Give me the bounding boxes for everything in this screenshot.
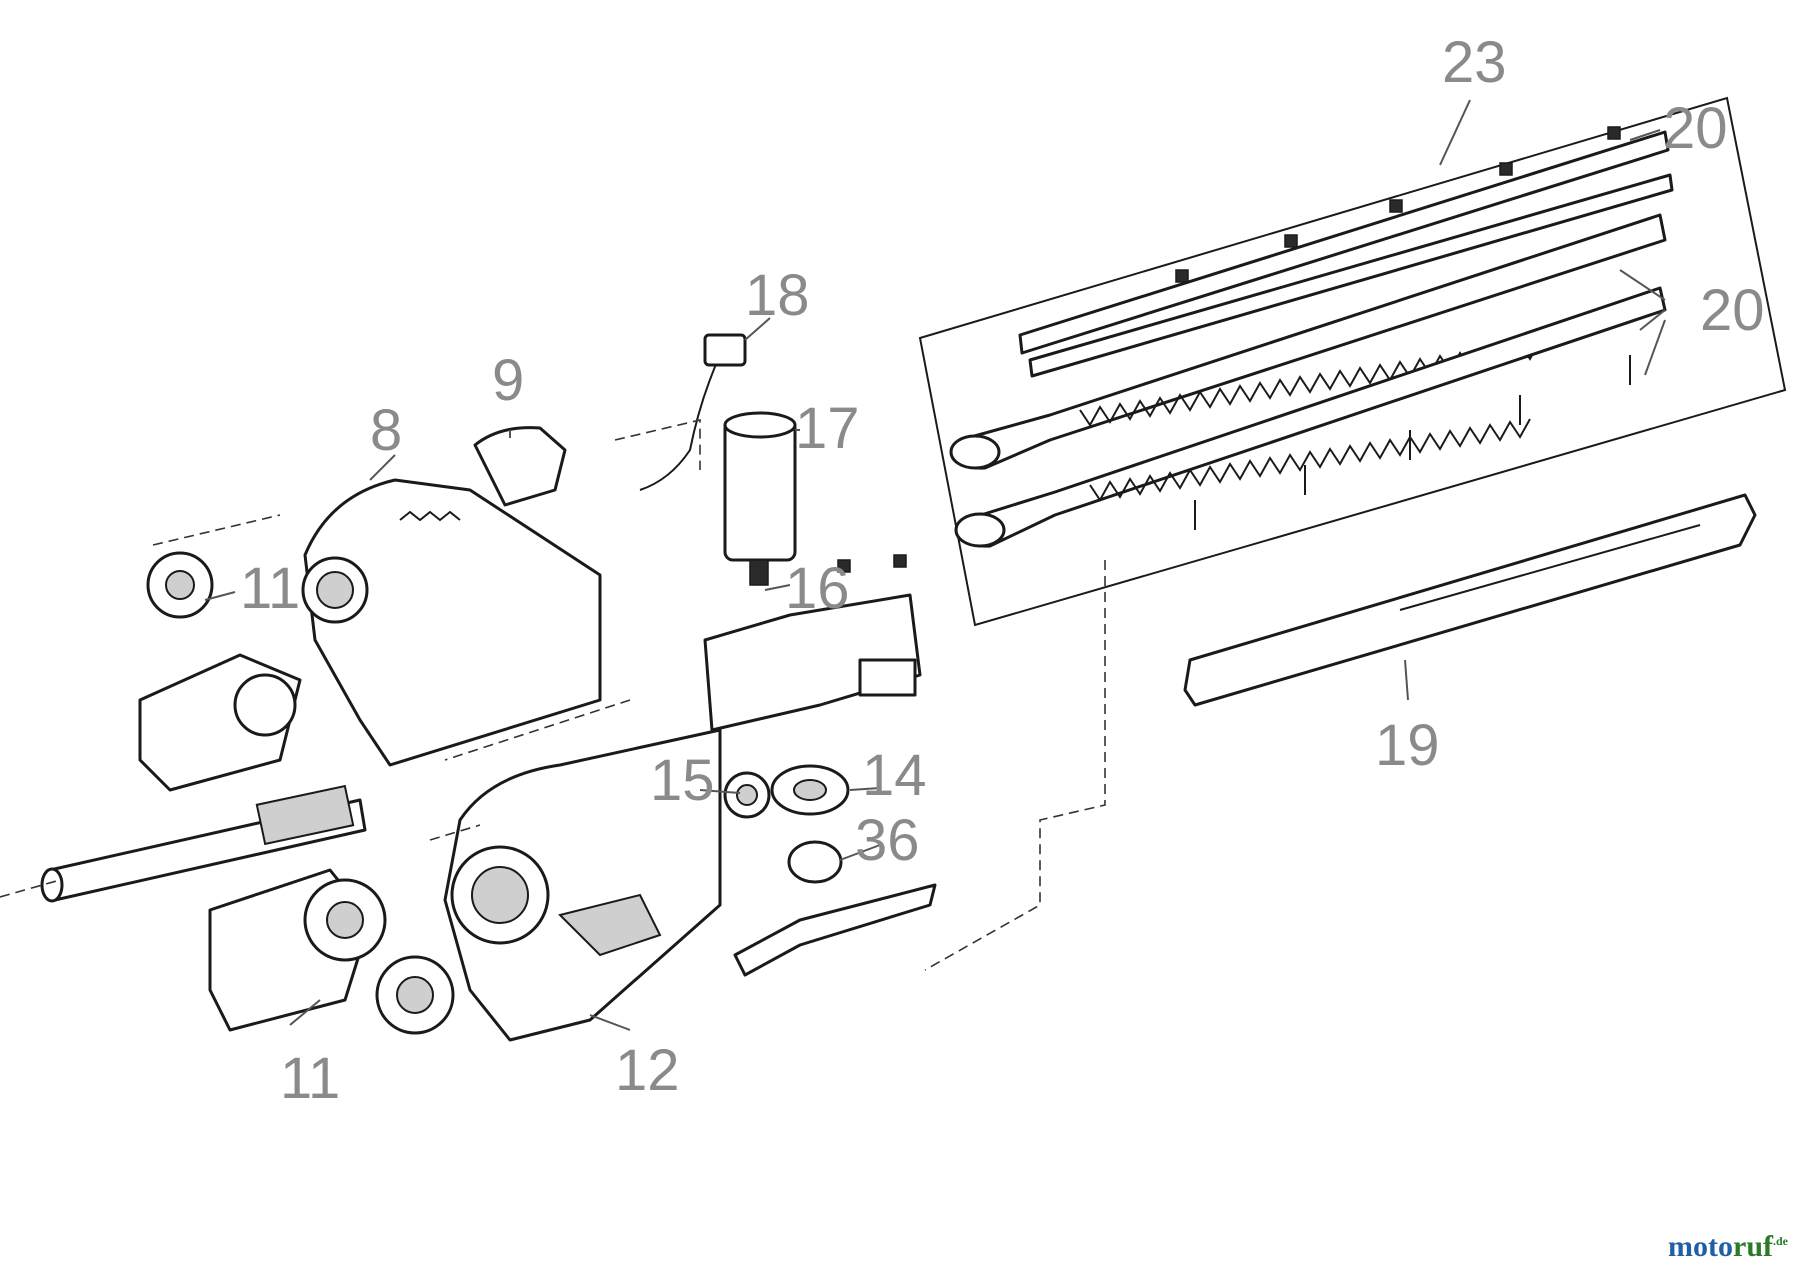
main-gear (770, 764, 850, 816)
shaft-tube (40, 784, 367, 903)
callout-labels: 23 20 20 18 17 16 9 8 11 11 15 14 36 12 … (240, 30, 1765, 1111)
gearbox-housing (703, 554, 922, 732)
brand-logo: motoruf.de (1668, 1230, 1788, 1264)
blade-cover (1183, 493, 1757, 707)
callout-14: 14 (862, 743, 927, 808)
end-cap-housing-lower (208, 868, 387, 1032)
gearbox-base-plate (733, 883, 937, 977)
cutting-blade-upper (949, 213, 1667, 470)
callout-11-bottom: 11 (280, 1046, 340, 1111)
callout-20-right: 20 (1700, 278, 1765, 343)
gear-wheel-bottom (375, 955, 455, 1035)
gear-wheel-top (146, 551, 214, 619)
brand-accent: ruf (1733, 1230, 1773, 1263)
callout-leaders (204, 99, 1666, 1031)
callout-23: 23 (1442, 30, 1507, 95)
callout-8: 8 (370, 398, 402, 463)
brand-main: moto (1668, 1230, 1733, 1263)
blade-nuts (1175, 126, 1621, 283)
callout-12: 12 (615, 1038, 680, 1103)
blade-rail-top (1018, 130, 1674, 378)
main-housing-upper (301, 478, 602, 767)
callout-9: 9 (492, 348, 524, 413)
callout-11-top: 11 (240, 556, 300, 621)
blade-bolts (1194, 355, 1631, 530)
motor-wiring (639, 333, 747, 491)
end-cap-housing (138, 653, 302, 792)
callout-36: 36 (855, 808, 920, 873)
motor (723, 411, 797, 586)
main-housing-lower (443, 728, 722, 1042)
callout-17: 17 (795, 396, 860, 461)
callout-18: 18 (745, 263, 810, 328)
assembly-guide-lines (0, 418, 1106, 971)
eccentric-cam (787, 840, 843, 884)
pinion-gear (723, 771, 771, 819)
switch-cover (473, 426, 567, 507)
callout-15: 15 (650, 748, 715, 813)
callout-16: 16 (785, 556, 850, 621)
callout-20-top: 20 (1663, 96, 1728, 161)
brand-suffix: .de (1773, 1234, 1788, 1248)
callout-19: 19 (1375, 713, 1440, 778)
